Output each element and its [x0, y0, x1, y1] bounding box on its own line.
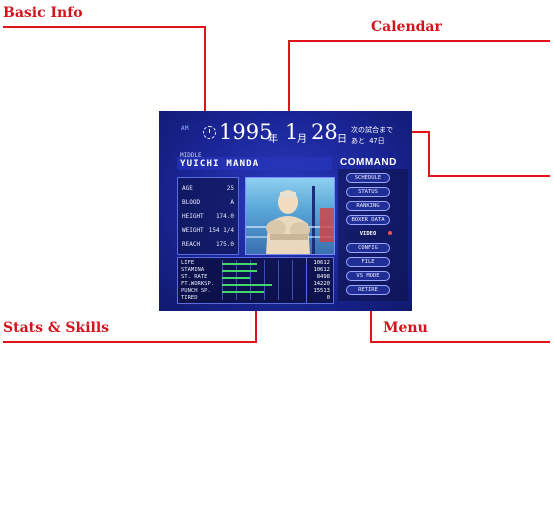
stat-value: 10612: [313, 267, 330, 273]
stat-bar: [222, 270, 257, 272]
basic-info-line-h: [3, 26, 206, 28]
stat-label: LIFE: [181, 260, 195, 266]
stat-bar: [222, 291, 264, 293]
basic-info-panel: AGE 25 BLOOD A HEIGHT 174.0 WEIGHT 154 1…: [177, 177, 239, 255]
name-bar: [177, 157, 332, 170]
stat-value: 14220: [313, 281, 330, 287]
menu-item-status[interactable]: STATUS: [346, 187, 390, 197]
stat-label: ST. RATE: [181, 274, 208, 280]
info-value-blood: A: [230, 199, 234, 206]
year-kanji: 年: [268, 134, 278, 145]
grid-line: [222, 260, 223, 300]
grid-line: [264, 260, 265, 300]
calendar-line-v: [288, 40, 290, 136]
menu-lower-line-h: [370, 341, 550, 343]
stat-bar: [222, 263, 257, 265]
menu-item-boxer-data[interactable]: BOXER DATA: [346, 215, 390, 225]
info-label-height: HEIGHT: [182, 213, 204, 220]
boxer-portrait: [245, 177, 335, 255]
selection-cursor-icon: [388, 231, 392, 235]
day-value: 28: [311, 120, 338, 144]
info-value-weight: 154 1/4: [208, 227, 234, 234]
boxer-name: YUICHI MANDA: [180, 159, 260, 169]
info-label-weight: WEIGHT: [182, 227, 204, 234]
menu-upper-line-b: [428, 131, 430, 177]
menu-item-vs-mode[interactable]: VS MODE: [346, 271, 390, 281]
stat-label: FT.WORKSP.: [181, 281, 215, 287]
stat-label: TIRED: [181, 295, 198, 301]
days-left-label: あと 47日: [351, 137, 385, 145]
stat-bar-grid: [222, 260, 306, 300]
ampm-indicator: AM: [181, 125, 189, 132]
grid-line: [250, 260, 251, 300]
menu-item-schedule[interactable]: SCHEDULE: [346, 173, 390, 183]
callout-stats-skills: Stats & Skills: [3, 320, 110, 336]
stat-value: 8498: [316, 274, 330, 280]
boxer-class: MIDDLE: [180, 152, 202, 159]
menu-item-retire[interactable]: RETIRE: [346, 285, 390, 295]
info-value-age: 25: [226, 185, 234, 192]
year-value: 1995: [219, 120, 273, 144]
boxer-portrait-image: [246, 186, 334, 254]
month-value: 1: [285, 120, 299, 144]
menu-item-video[interactable]: VIDEO: [346, 229, 390, 239]
callout-basic-info: Basic Info: [3, 5, 83, 21]
month-kanji: 月: [297, 134, 307, 145]
info-label-reach: REACH: [182, 241, 201, 248]
menu-upper-line-c: [428, 175, 550, 177]
command-menu: SCHEDULE STATUS RANKING BOXER DATA VIDEO…: [338, 169, 408, 301]
day-kanji: 日: [337, 134, 347, 145]
menu-item-ranking[interactable]: RANKING: [346, 201, 390, 211]
stat-value: 10612: [313, 260, 330, 266]
info-value-height: 174.0: [215, 213, 234, 220]
callout-calendar: Calendar: [371, 19, 442, 35]
stat-label: PUNCH SP.: [181, 288, 211, 294]
stats-line-h: [3, 341, 257, 343]
stats-panel: LIFE STAMINA ST. RATE FT.WORKSP. PUNCH S…: [177, 257, 334, 304]
game-screen: AM 1995 年 1 月 28 日 次の試合まで あと 47日 MIDDLE …: [159, 111, 412, 311]
info-label-blood: BLOOD: [182, 199, 201, 206]
stat-value: 15513: [313, 288, 330, 294]
grid-line: [292, 260, 293, 300]
command-title: COMMAND: [340, 157, 397, 168]
grid-line: [278, 260, 279, 300]
stat-bar: [222, 284, 272, 286]
info-label-age: AGE: [182, 185, 193, 192]
stat-bar: [222, 277, 250, 279]
stat-label: STAMINA: [181, 267, 205, 273]
grid-line: [236, 260, 237, 300]
menu-item-file[interactable]: FILE: [346, 257, 390, 267]
clock-icon: [203, 126, 216, 139]
info-value-reach: 175.0: [215, 241, 234, 248]
menu-item-config[interactable]: CONFIG: [346, 243, 390, 253]
next-match-label: 次の試合まで: [351, 126, 393, 134]
callout-menu: Menu: [383, 320, 428, 336]
calendar-line-h: [288, 40, 550, 42]
stat-values: 10612 10612 8498 14220 15513 0: [306, 258, 333, 303]
stat-value: 0: [326, 295, 330, 301]
